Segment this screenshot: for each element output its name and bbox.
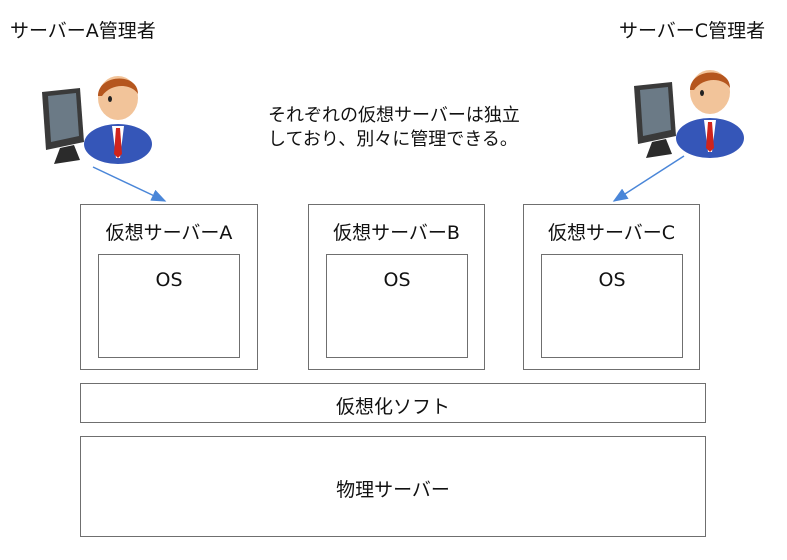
arrow-admin-c xyxy=(612,155,685,202)
virtual-server-c-os: OS xyxy=(541,254,683,358)
admin-a-computer-icon xyxy=(42,76,152,164)
virtualization-software-layer: 仮想化ソフト xyxy=(80,383,706,423)
virtual-server-b-title: 仮想サーバーB xyxy=(333,222,460,244)
arrow-admin-a xyxy=(92,166,167,202)
virtual-server-a-os: OS xyxy=(98,254,240,358)
caption-line-1: それぞれの仮想サーバーは独立 xyxy=(268,105,520,126)
os-label: OS xyxy=(598,269,626,291)
virtual-server-a: 仮想サーバーA OS xyxy=(80,204,258,370)
virtual-server-c-title: 仮想サーバーC xyxy=(547,222,676,244)
admin-c-computer-icon xyxy=(634,70,744,158)
os-label: OS xyxy=(383,269,411,291)
virtual-server-a-title: 仮想サーバーA xyxy=(105,222,233,244)
physical-server-layer: 物理サーバー xyxy=(80,436,706,537)
virtual-server-c: 仮想サーバーC OS xyxy=(523,204,700,370)
admin-c-label: サーバーC管理者 xyxy=(619,20,766,42)
caption-line-2: しており、別々に管理できる。 xyxy=(268,129,518,150)
virtual-server-b-os: OS xyxy=(326,254,468,358)
admin-a-label: サーバーA管理者 xyxy=(10,20,156,42)
os-label: OS xyxy=(155,269,183,291)
virtual-server-b: 仮想サーバーB OS xyxy=(308,204,485,370)
virtualization-software-label: 仮想化ソフト xyxy=(335,396,450,418)
physical-server-label: 物理サーバー xyxy=(336,479,450,501)
